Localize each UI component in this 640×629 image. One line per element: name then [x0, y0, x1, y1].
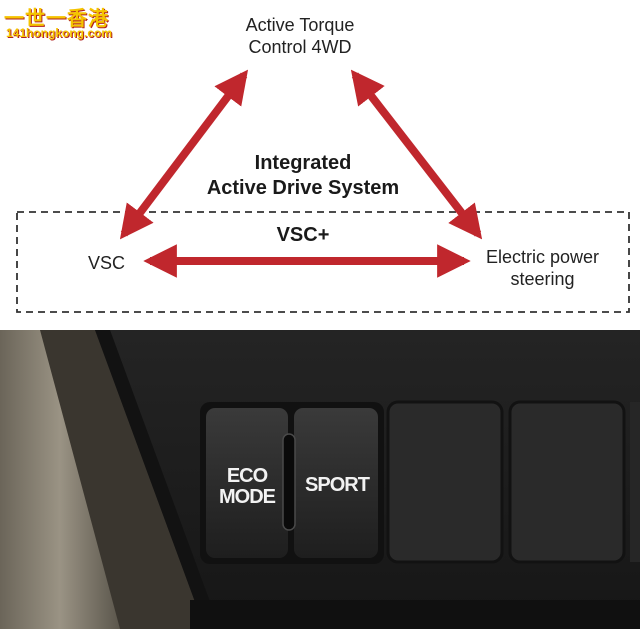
eco-label: ECO [226, 465, 268, 487]
switch-indicator-slot [282, 433, 296, 531]
center-title-line1: Integrated [254, 152, 352, 174]
node-right: Electric power steering [470, 246, 615, 290]
mode-label: MODE [219, 486, 276, 508]
sport-label: SPORT [305, 474, 370, 496]
node-left: VSC [88, 253, 126, 273]
center-title: Integrated Active Drive System [180, 151, 426, 201]
eco-mode-button[interactable]: ECO MODE [208, 466, 286, 508]
sport-button[interactable]: SPORT [296, 475, 378, 496]
watermark-title: 一世一香港 [4, 8, 109, 30]
sport-button-face [294, 408, 378, 558]
panel-bottom-strip [190, 600, 640, 629]
diagram-graphics [16, 69, 630, 313]
arrow-4wd-to-steering [350, 69, 483, 240]
blank-switch-1 [386, 400, 504, 564]
node-top: Active Torque Control 4WD [200, 14, 400, 58]
watermark-logo: 一世一香港 141hongkong.com [4, 2, 124, 42]
left-trim-highlight [0, 330, 120, 629]
box-title: VSC+ [276, 224, 330, 246]
blank-switch-3-edge [630, 402, 640, 562]
blank-switch-2 [508, 400, 626, 564]
panel-graphics [0, 330, 640, 629]
node-top-label: Active Torque Control 4WD [245, 15, 355, 57]
eco-mode-button-face [206, 408, 288, 558]
node-right-line2: steering [510, 269, 575, 289]
system-diagram: 一世一香港 141hongkong.com Active Torque Cont… [4, 2, 630, 313]
switch-panel-photo: ECO MODE SPORT [0, 330, 640, 629]
vsc-plus-box [16, 211, 630, 313]
center-title-line2: Active Drive System [206, 177, 400, 199]
watermark-url: 141hongkong.com [6, 26, 113, 40]
node-right-line1: Electric power [485, 247, 600, 267]
arrow-vsc-to-4wd [119, 69, 249, 240]
left-trim-edge [95, 330, 220, 629]
